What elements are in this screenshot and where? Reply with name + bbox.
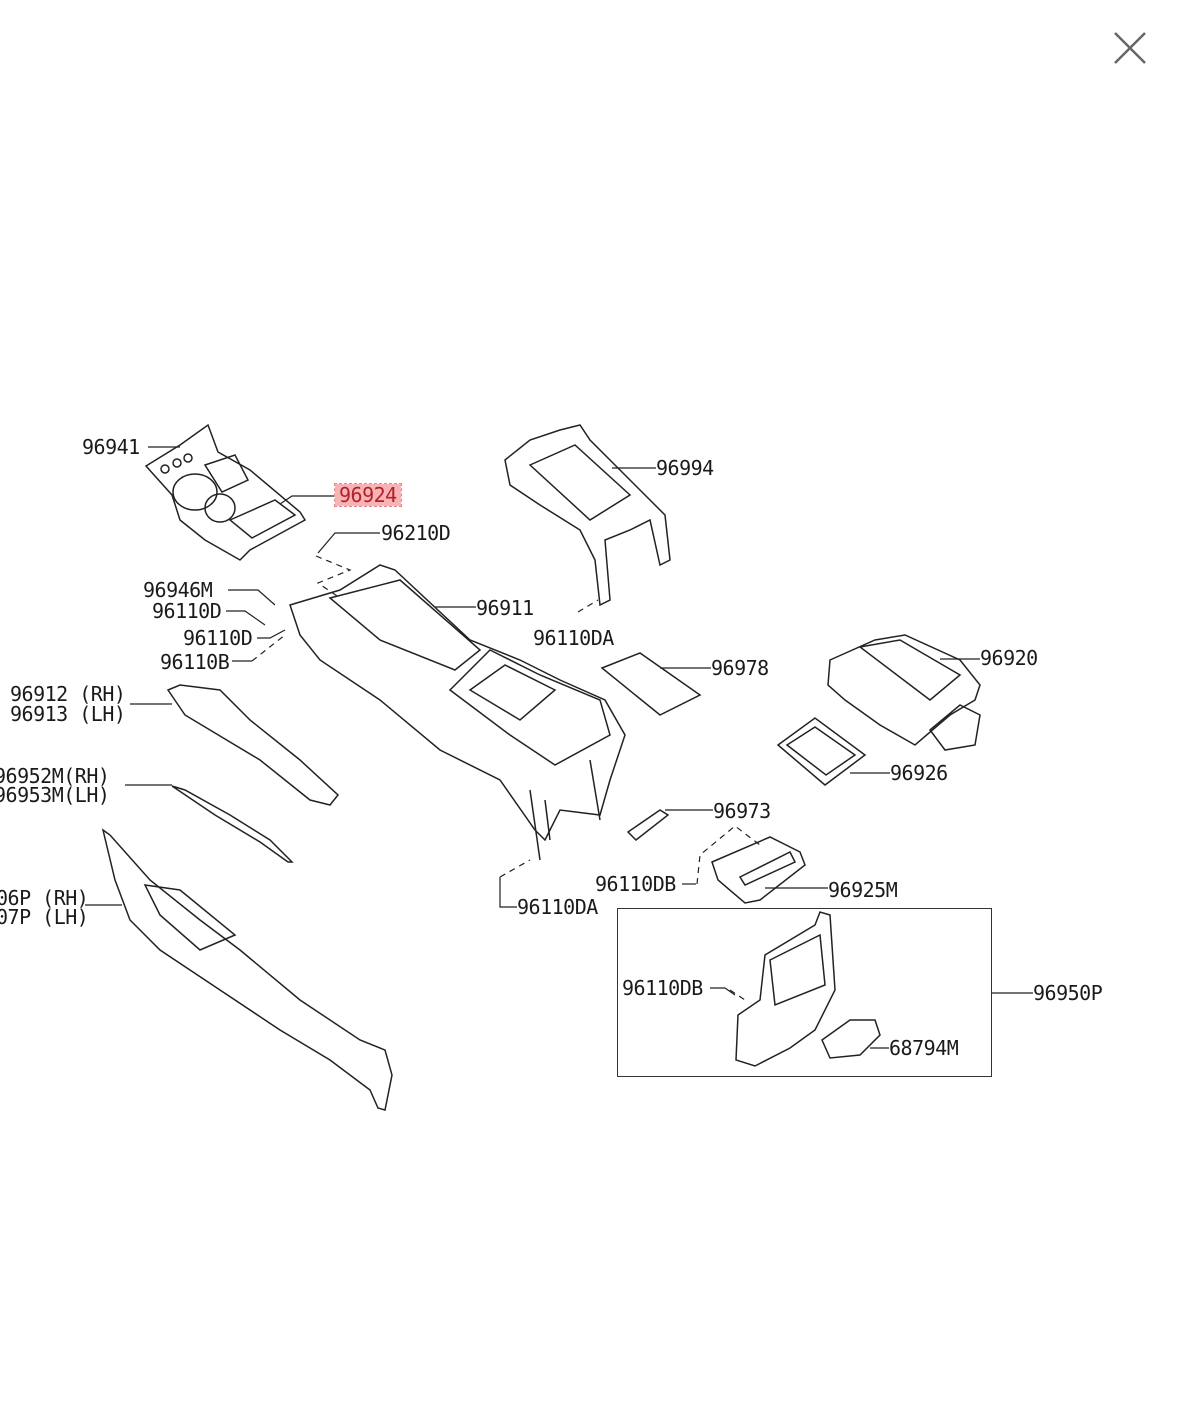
part-label-96950P[interactable]: 96950P (1033, 981, 1103, 1005)
part-label-96924-selected[interactable]: 96924 (334, 483, 402, 507)
part-label-96952M[interactable]: 96952M(RH) (0, 764, 110, 788)
part-label-96110DA[interactable]: 96110DA (533, 626, 614, 650)
part-96911-shape (289, 564, 626, 861)
close-button[interactable] (1110, 28, 1150, 68)
part-label-96920[interactable]: 96920 (980, 646, 1038, 670)
part-label-96110DA[interactable]: 96110DA (517, 895, 598, 919)
part-label-96941[interactable]: 96941 (82, 435, 140, 459)
part-label-96913[interactable]: 96913 (LH) (10, 702, 126, 726)
part-96941-shape (144, 423, 307, 561)
part-96925M-shape (711, 836, 806, 904)
part-label-96907P[interactable]: 07P (LH) (0, 905, 89, 929)
part-label-96110DB[interactable]: 96110DB (622, 976, 703, 1000)
part-label-96946M[interactable]: 96946M (143, 578, 213, 602)
part-label-96978[interactable]: 96978 (711, 656, 769, 680)
leader-lines (85, 446, 1033, 1049)
part-96952M-shape (171, 785, 294, 863)
part-96978-shape (600, 652, 702, 716)
part-label-96973[interactable]: 96973 (713, 799, 771, 823)
part-label-96925M[interactable]: 96925M (828, 878, 898, 902)
part-label-96994[interactable]: 96994 (656, 456, 714, 480)
part-label-96210D[interactable]: 96210D (381, 521, 451, 545)
part-96920-shape (827, 634, 981, 751)
part-label-96912[interactable]: 96912 (RH) (10, 682, 126, 706)
part-96906P-shape (101, 828, 393, 1111)
part-label-96953M[interactable]: 96953M(LH) (0, 783, 110, 807)
close-icon (1114, 32, 1146, 64)
part-label-96110D[interactable]: 96110D (152, 599, 222, 623)
part-96994-shape (504, 424, 671, 607)
part-label-96110DB[interactable]: 96110DB (595, 872, 676, 896)
part-68794M-shape (821, 1019, 881, 1059)
part-96926-shape (776, 717, 867, 786)
part-label-96911[interactable]: 96911 (476, 596, 534, 620)
part-96912-shape (166, 684, 340, 806)
dashed-connectors (251, 555, 761, 1001)
part-96973-shape (626, 809, 670, 841)
part-96950P-shape (735, 911, 836, 1067)
part-label-96110D[interactable]: 96110D (183, 626, 253, 650)
assembly-group-96950P (617, 908, 992, 1077)
part-label-96110B[interactable]: 96110B (160, 650, 230, 674)
part-label-96926[interactable]: 96926 (890, 761, 948, 785)
part-label-96906P[interactable]: 06P (RH) (0, 886, 89, 910)
part-label-68794M[interactable]: 68794M (889, 1036, 959, 1060)
